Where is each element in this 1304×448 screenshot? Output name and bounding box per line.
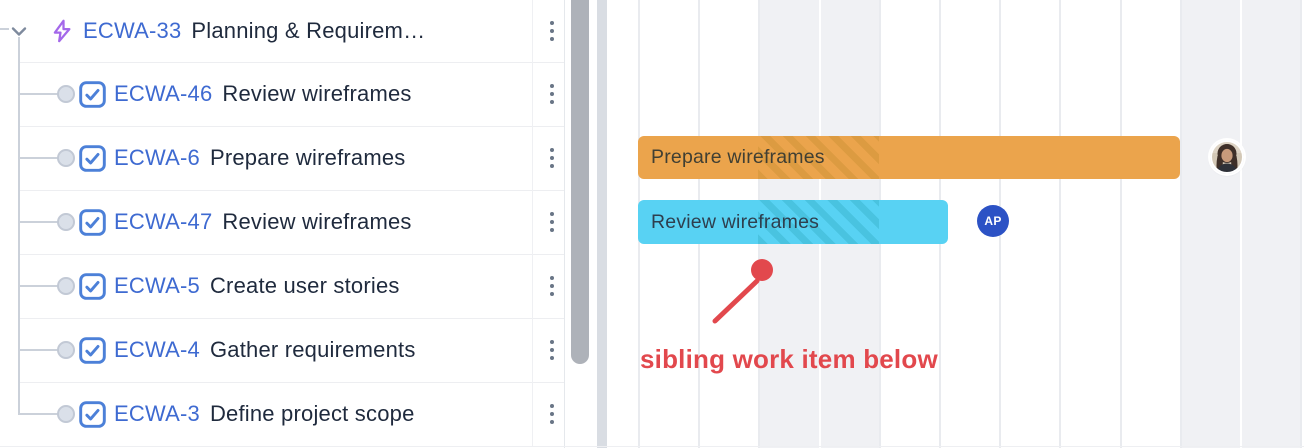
tree-branch-line <box>18 93 58 95</box>
work-item-row[interactable]: ECWA-47 Review wireframes <box>0 190 565 254</box>
assignee-avatar-initials[interactable]: AP <box>977 205 1009 237</box>
task-checkbox-icon <box>79 145 106 172</box>
grid-line <box>1059 0 1062 448</box>
issue-key-link[interactable]: ECWA-6 <box>114 145 200 170</box>
drag-node[interactable] <box>57 213 75 231</box>
panel-resize-handle[interactable] <box>597 0 607 448</box>
assignee-avatar[interactable] <box>1210 140 1244 174</box>
row-separator <box>20 382 564 383</box>
task-checkbox-icon <box>79 273 106 300</box>
annotation-text: sibling work item below <box>640 344 938 374</box>
row-separator <box>20 190 564 191</box>
tree-connector <box>0 28 9 30</box>
issue-key-link[interactable]: ECWA-47 <box>114 209 213 234</box>
work-item-row[interactable]: ECWA-46 Review wireframes <box>0 62 565 126</box>
non-working-days-hatch <box>758 200 879 244</box>
issue-summary: Gather requirements <box>209 337 416 362</box>
work-item-row-parent[interactable]: ECWA-33 Planning & Requirem… <box>0 0 565 62</box>
bar-label: Prepare wireframes <box>651 146 825 168</box>
task-checkbox-icon <box>79 81 106 108</box>
issue-summary: Define project scope <box>209 401 415 426</box>
work-item-row[interactable]: ECWA-4 Gather requirements <box>0 318 565 382</box>
row-separator <box>20 254 564 255</box>
tree-trunk-line <box>18 37 20 414</box>
issue-key-link[interactable]: ECWA-33 <box>83 18 182 43</box>
issue-summary: Create user stories <box>209 273 400 298</box>
work-item-list-panel: ECWA-33 Planning & Requirem… ECWA-46 Rev… <box>0 0 565 448</box>
issue-summary: Review wireframes <box>222 209 412 234</box>
row-separator <box>20 62 564 63</box>
work-item-row[interactable]: ECWA-6 Prepare wireframes <box>0 126 565 190</box>
drag-node[interactable] <box>57 149 75 167</box>
timeline-bar-review-wireframes[interactable]: Review wireframes <box>638 200 948 244</box>
grid-line <box>1300 0 1303 448</box>
task-checkbox-icon <box>79 209 106 236</box>
tree-branch-line <box>18 349 58 351</box>
tree-branch-line <box>18 221 58 223</box>
grid-line <box>1179 0 1182 448</box>
vertical-scrollbar[interactable] <box>571 0 589 364</box>
drag-node[interactable] <box>57 277 75 295</box>
epic-lightning-icon <box>53 19 71 43</box>
column-divider <box>532 0 533 446</box>
bar-label: Review wireframes <box>651 210 820 233</box>
grid-line <box>1240 0 1242 448</box>
task-checkbox-icon <box>79 337 106 364</box>
tree-branch-line <box>18 157 58 159</box>
more-actions-button[interactable] <box>541 208 563 236</box>
drag-node[interactable] <box>57 341 75 359</box>
more-actions-button[interactable] <box>541 144 563 172</box>
issue-key-link[interactable]: ECWA-5 <box>114 273 200 298</box>
tree-branch-line <box>18 413 58 415</box>
more-actions-button[interactable] <box>541 17 563 45</box>
tree-branch-line <box>18 285 58 287</box>
task-checkbox-icon <box>79 401 106 428</box>
issue-key-link[interactable]: ECWA-46 <box>114 81 213 106</box>
work-item-row[interactable]: ECWA-3 Define project scope <box>0 382 565 446</box>
row-separator <box>20 318 564 319</box>
issue-key-link[interactable]: ECWA-3 <box>114 401 200 426</box>
grid-line <box>1119 0 1122 448</box>
weekend-band <box>1179 0 1301 448</box>
row-separator <box>20 126 564 127</box>
more-actions-button[interactable] <box>541 336 563 364</box>
issue-summary: Planning & Requirem… <box>191 18 426 43</box>
bottom-separator <box>0 446 1304 447</box>
timeline-chart: Prepare wireframes Review wireframes AP <box>607 0 1304 448</box>
more-actions-button[interactable] <box>541 80 563 108</box>
issue-summary: Review wireframes <box>222 81 412 106</box>
more-actions-button[interactable] <box>541 400 563 428</box>
non-working-days-hatch <box>758 136 879 179</box>
drag-node[interactable] <box>57 405 75 423</box>
work-item-row[interactable]: ECWA-5 Create user stories <box>0 254 565 318</box>
issue-key-link[interactable]: ECWA-4 <box>114 337 200 362</box>
chevron-down-icon[interactable] <box>11 26 27 37</box>
more-actions-button[interactable] <box>541 272 563 300</box>
timeline-bar-prepare-wireframes[interactable]: Prepare wireframes <box>638 136 1180 179</box>
drag-node[interactable] <box>57 85 75 103</box>
issue-summary: Prepare wireframes <box>209 145 406 170</box>
